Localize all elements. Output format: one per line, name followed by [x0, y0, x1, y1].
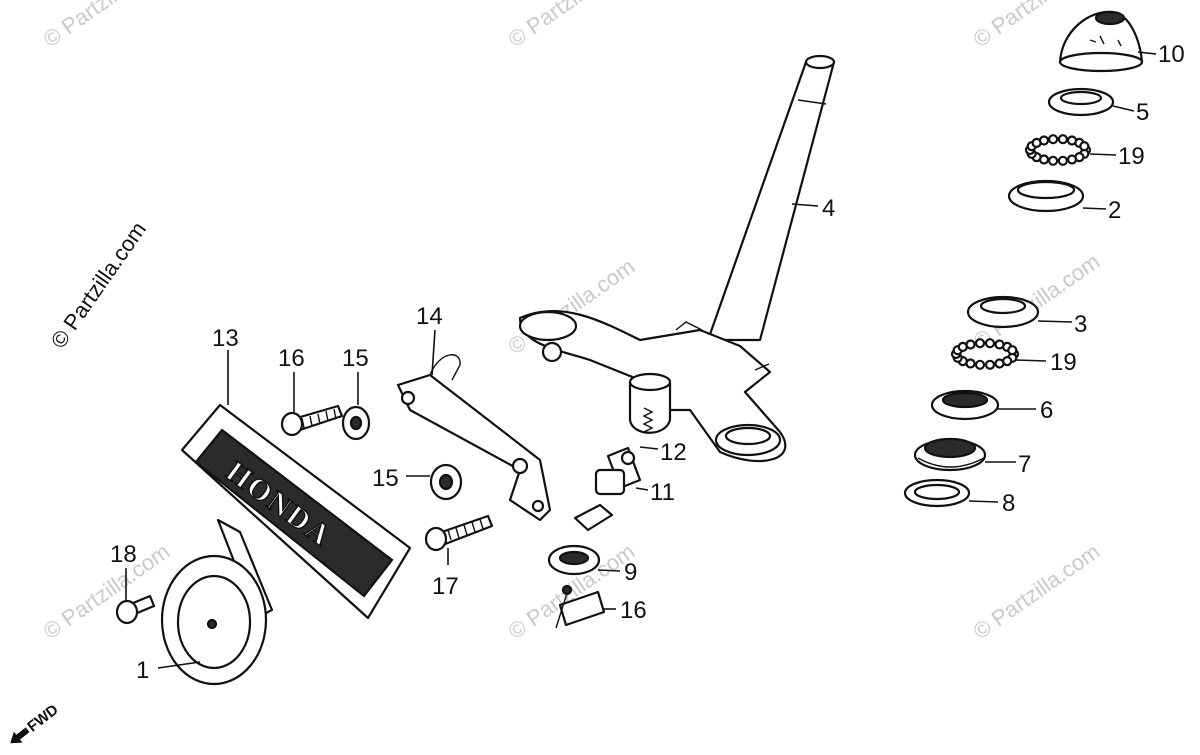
- callout-15-upper: 15: [342, 345, 369, 372]
- bearing-ball: [965, 339, 976, 350]
- watermark-top-left: © Partzilla.com: [39, 0, 175, 52]
- watermark-top-center: © Partzilla.com: [504, 0, 640, 52]
- bearing-ball: [1066, 154, 1078, 165]
- bearing-ball: [974, 338, 986, 349]
- bearing-ball: [984, 359, 996, 370]
- part-10-cone-nut: [1058, 10, 1144, 73]
- callout-19-upper: 19: [1118, 143, 1145, 170]
- bearing-ball: [984, 338, 996, 349]
- watermark-bottom-left: © Partzilla.com: [39, 539, 175, 645]
- bearing-ball: [994, 358, 1005, 369]
- callout-8: 8: [1002, 490, 1015, 517]
- callout-19-lower: 19: [1050, 349, 1077, 376]
- part-6-cone-race: [930, 389, 1000, 421]
- bearing-ball: [974, 359, 986, 370]
- part-5-cone-race: [1047, 87, 1115, 117]
- forward-label: FWD: [24, 701, 62, 736]
- callout-15-lower: 15: [372, 465, 399, 492]
- part-15-nut-lower: [429, 463, 463, 501]
- bearing-ball: [1057, 134, 1069, 145]
- callout-14: 14: [416, 303, 443, 330]
- part-15-nut-upper: [341, 405, 371, 441]
- part-18-screw: [115, 594, 156, 625]
- callout-6: 6: [1040, 397, 1053, 424]
- part-4-steering-stem: [518, 54, 836, 463]
- callout-7: 7: [1018, 451, 1031, 478]
- leader-lines: [125, 51, 1157, 669]
- callout-5: 5: [1136, 99, 1149, 126]
- callout-16-lower: 17: [432, 573, 459, 600]
- bearing-ball: [1047, 155, 1059, 166]
- callout-16-upper: 16: [278, 345, 305, 372]
- bearing-ball: [1007, 345, 1018, 356]
- part-19-ball-ring-upper: [1024, 134, 1092, 166]
- bearing-ball: [1079, 141, 1090, 152]
- part-8-washer: [903, 478, 971, 508]
- part-9-lock-cover: [547, 544, 601, 576]
- part-11-steering-lock: [573, 446, 642, 532]
- callout-10: 10: [1158, 41, 1185, 68]
- part-1-horn: [160, 518, 274, 686]
- callout-9: 9: [624, 559, 637, 586]
- forward-direction-indicator: FWD: [10, 701, 62, 744]
- callout-12: 12: [660, 439, 687, 466]
- callout-4: 4: [822, 195, 835, 222]
- part-14-bracket: [396, 354, 552, 522]
- watermark-bottom-right: © Partzilla.com: [969, 539, 1105, 645]
- part-7-dust-seal: [913, 437, 987, 472]
- part-16-bolt-lower: [424, 514, 494, 552]
- part-19-ball-ring-lower: [950, 338, 1020, 370]
- callout-2: 2: [1108, 197, 1121, 224]
- callout-11: 11: [650, 479, 675, 506]
- part-16-bolt-upper: [280, 404, 344, 437]
- callout-17: 16: [620, 597, 647, 624]
- bearing-ball: [1047, 134, 1059, 145]
- part-2-ball-race: [1007, 179, 1085, 213]
- bearing-ball: [1057, 155, 1069, 166]
- callout-numbers: 10 5 19 2 3 19 6 7 8 4 12 11 9 16 13 14 …: [110, 41, 1185, 684]
- callout-18: 18: [110, 541, 137, 568]
- part-17-pin: [555, 584, 606, 629]
- part-12-spring: [642, 407, 654, 433]
- watermark-side-left: © Partzilla.com: [46, 217, 152, 353]
- bearing-ball: [1038, 135, 1050, 146]
- callout-3: 3: [1074, 311, 1087, 338]
- callout-1: 1: [136, 657, 149, 684]
- part-3-ball-race: [966, 295, 1040, 329]
- callout-13: 13: [212, 325, 239, 352]
- forward-arrow-icon: [10, 727, 30, 744]
